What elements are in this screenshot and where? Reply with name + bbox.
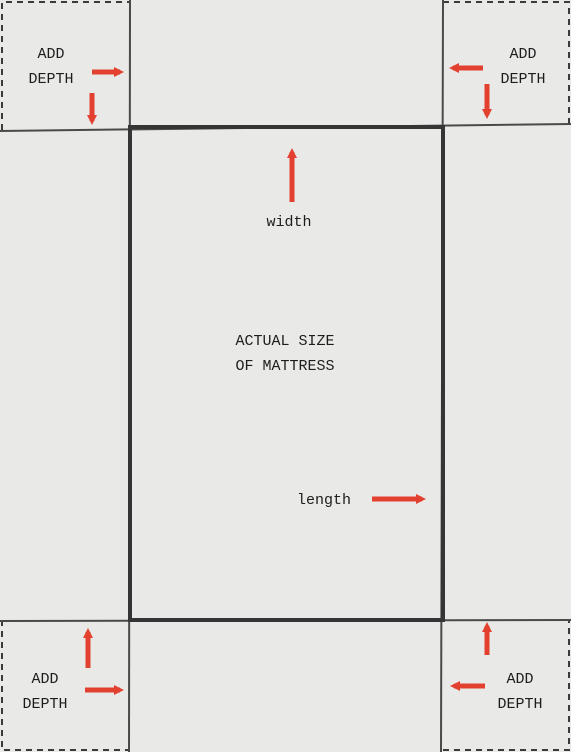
- center-label-line2: OF MATTRESS: [235, 358, 335, 375]
- corner-label-bottom-left: ADD DEPTH: [22, 671, 68, 713]
- width-label: width: [266, 214, 312, 231]
- center-label-line1: ACTUAL SIZE: [235, 333, 335, 350]
- arrows: [83, 63, 492, 695]
- length-label: length: [296, 492, 351, 509]
- corner-label-top-left: ADD DEPTH: [28, 46, 74, 88]
- mattress-rectangle: [128, 125, 445, 622]
- corner-label-bottom-right: ADD DEPTH: [497, 671, 543, 713]
- center-label: ACTUAL SIZE OF MATTRESS: [222, 329, 348, 379]
- corner-label-top-right: ADD DEPTH: [500, 46, 546, 88]
